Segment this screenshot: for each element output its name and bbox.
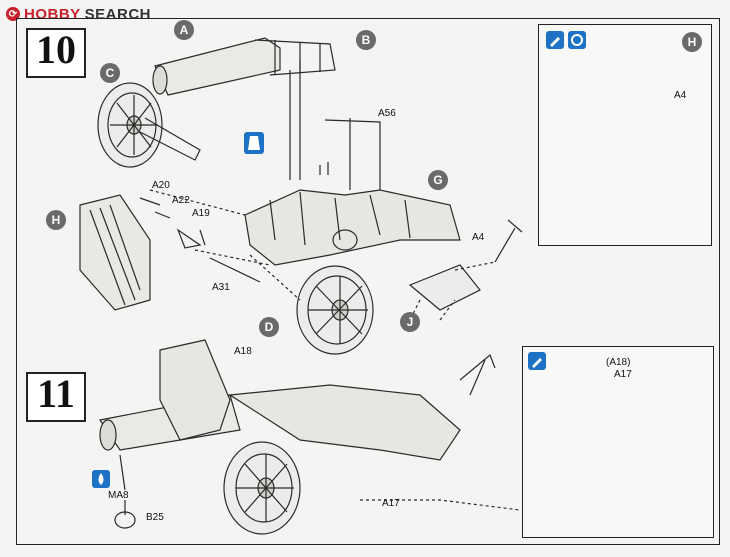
- callout-h-detail: H: [682, 32, 702, 52]
- wheel-c-part: [97, 82, 201, 168]
- assembly-icon: [244, 132, 264, 154]
- carriage-part: [244, 60, 461, 266]
- part-label-a18-paren: (A18): [606, 357, 631, 368]
- paint-drop-icon: [92, 470, 110, 488]
- instruction-frame: [16, 18, 720, 545]
- part-label-a18: A18: [234, 346, 252, 357]
- part-j: [408, 264, 481, 311]
- callout-g: G: [428, 170, 448, 190]
- part-label-a20: A20: [152, 180, 170, 191]
- part-label-a56: A56: [378, 108, 396, 119]
- part-label-a17-main: A17: [382, 498, 400, 509]
- cement-icon: [568, 31, 586, 49]
- part-a19: [176, 228, 206, 249]
- paint-icon: [546, 31, 564, 49]
- paint-icon: [528, 352, 546, 370]
- callout-j: J: [400, 312, 420, 332]
- detail-inset-step11: [522, 346, 714, 538]
- part-label-a19: A19: [192, 208, 210, 219]
- part-label-a17-detail: A17: [614, 369, 632, 380]
- barrel-part: [152, 37, 336, 96]
- part-a4: [494, 219, 523, 263]
- part-label-ma8: MA8: [108, 490, 129, 501]
- callout-c: C: [100, 63, 120, 83]
- part-a56: [324, 118, 381, 190]
- part-label-a22: A22: [172, 195, 190, 206]
- part-label-a4-main: A4: [472, 232, 485, 243]
- step-number-11: 11: [26, 372, 86, 422]
- callout-a: A: [174, 20, 194, 40]
- part-label-a4-detail: A4: [674, 90, 687, 101]
- part-label-a31: A31: [212, 282, 230, 293]
- part-a31: [209, 257, 261, 283]
- wheel-d-part: [296, 265, 374, 355]
- part-a20-a22: [139, 197, 171, 219]
- hobbysearch-logo-icon: ⟳: [6, 7, 20, 21]
- callout-b: B: [356, 30, 376, 50]
- callout-h-main: H: [46, 210, 66, 230]
- shield-h-part: [79, 194, 151, 311]
- step11-assembly: [98, 339, 496, 535]
- step-number-10: 10: [26, 28, 86, 78]
- callout-d: D: [259, 317, 279, 337]
- part-label-b25: B25: [146, 512, 164, 523]
- detail-inset-step10: [538, 24, 712, 246]
